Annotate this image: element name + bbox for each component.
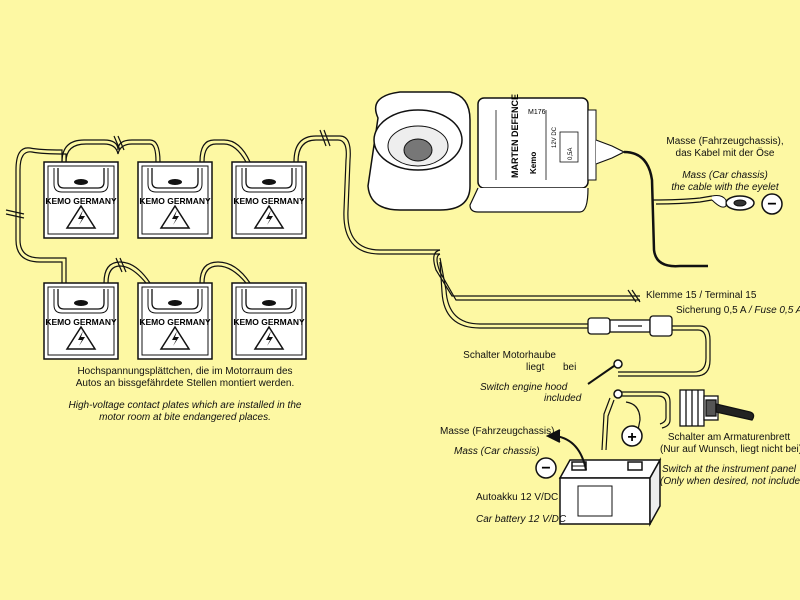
car-battery [558, 457, 662, 527]
hood-switch-label-en-2: included [544, 393, 582, 404]
fuse-label-de: Sicherung 0,5 A [676, 305, 747, 316]
battery-label-en: Car battery 12 V/DC [476, 514, 567, 525]
plates-caption-de-line: Autos an bissgefährdete Stellen montiert… [75, 378, 295, 389]
plate-brand: KEMO GERMANY [139, 196, 211, 206]
terminal-label: Klemme 15 / Terminal 15 [646, 290, 757, 301]
plate-brand: KEMO GERMANY [233, 317, 305, 327]
ground-arrow [545, 429, 587, 471]
device-fuse: 0,5A [568, 148, 574, 160]
plate-brand: KEMO GERMANY [45, 317, 117, 327]
minus-glyph: − [541, 460, 550, 477]
hood-switch-label-de-2: liegt [526, 362, 545, 373]
panel-switch-label-de-line: (Nur auf Wunsch, liegt nicht bei) [660, 444, 800, 455]
plates-caption-de-line: Hochspannungsplättchen, die im Motorraum… [77, 366, 293, 377]
mass-label-en: Mass (Car chassis) [454, 446, 540, 457]
ground-label-de-line: das Kabel mit der Öse [675, 148, 775, 159]
plate-brand: KEMO GERMANY [45, 196, 117, 206]
plates-caption-en-line: High-voltage contact plates which are in… [68, 400, 302, 411]
minus-symbol-ground [761, 193, 783, 215]
battery-label-de: Autoakku 12 V/DC [476, 492, 559, 503]
ground-label-en: Mass (Car chassis) the cable with the ey… [650, 170, 800, 194]
plates-caption-en: High-voltage contact plates which are in… [60, 400, 310, 424]
ground-label-de-line: Masse (Fahrzeugchassis), [666, 136, 784, 147]
panel-switch-label-en-line: Switch at the instrument panel [662, 464, 796, 475]
plate-brand: KEMO GERMANY [139, 317, 211, 327]
wiring [433, 249, 711, 451]
marten-defence-device [367, 91, 626, 213]
plus-symbol-battery [621, 425, 643, 447]
device-code: M176 [528, 109, 546, 116]
plate-cables [5, 129, 440, 284]
device-name: MARTEN DEFENCE [510, 94, 520, 178]
device-voltage: 12V DC [552, 126, 558, 148]
hood-switch-label-de-1: Schalter Motorhaube [463, 350, 556, 361]
plates-caption-de: Hochspannungsplättchen, die im Motorraum… [60, 366, 310, 390]
device-brand: Kemo [529, 152, 538, 174]
fuse-label: Sicherung 0,5 A / Fuse 0,5 A [676, 305, 800, 317]
plus-glyph: + [627, 429, 636, 446]
ground-label-en-line: Mass (Car chassis) [682, 170, 768, 181]
panel-switch-label-de: Schalter am Armaturenbrett (Nur auf Wuns… [660, 432, 800, 456]
hood-switch-label-en-1: Switch engine hood [480, 382, 568, 393]
minus-symbol-battery [535, 457, 557, 479]
fuse-label-en: / Fuse 0,5 A [748, 305, 800, 316]
panel-switch-label-en: Switch at the instrument panel (Only whe… [660, 464, 800, 488]
ground-label-de: Masse (Fahrzeugchassis), das Kabel mit d… [650, 136, 800, 160]
panel-switch-label-de-line: Schalter am Armaturenbrett [667, 432, 791, 443]
plate-brand: KEMO GERMANY [233, 196, 305, 206]
hood-switch-label-de-3: bei [563, 362, 577, 373]
plates-caption-en-line: motor room at bite endangered places. [99, 412, 271, 423]
fuse-holder [587, 315, 673, 337]
hood-switch [587, 359, 623, 399]
dashboard-toggle-switch [679, 389, 755, 427]
panel-switch-label-en-line: (Only when desired, not included) [660, 476, 800, 487]
minus-glyph: − [767, 196, 776, 213]
ground-label-en-line: the cable with the eyelet [671, 182, 779, 193]
mass-label-de: Masse (Fahrzeugchassis) [440, 426, 555, 437]
ground-cable [623, 150, 755, 268]
